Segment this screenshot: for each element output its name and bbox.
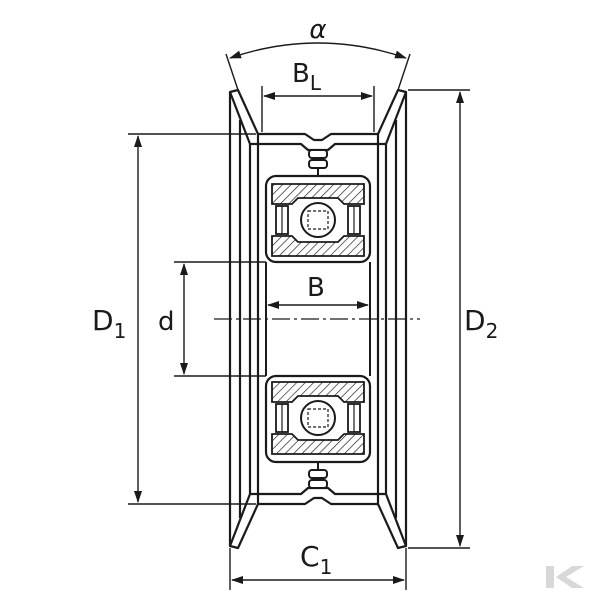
d2-label: D2 [464, 304, 498, 343]
bl-label-sub: L [310, 71, 322, 95]
b-label: B [307, 273, 325, 303]
d1-label-sub: 1 [114, 319, 127, 343]
d1-label: D1 [92, 304, 126, 343]
c1-label-main: C [300, 540, 320, 573]
d2-label-sub: 2 [486, 319, 499, 343]
d-dimension [174, 261, 266, 377]
alpha-label: α [309, 15, 326, 45]
d2-label-main: D [464, 304, 486, 337]
c1-dimension [229, 548, 407, 590]
d-label: d [158, 307, 175, 337]
bl-label: BL [292, 59, 322, 95]
c1-label: C1 [300, 540, 332, 579]
bearing-lower [264, 374, 372, 464]
bl-dimension [261, 86, 375, 132]
d2-dimension [408, 89, 470, 549]
d1-label-main: D [92, 304, 114, 337]
bl-label-main: B [292, 59, 310, 89]
c1-label-sub: 1 [320, 555, 333, 579]
rivet-top [308, 149, 328, 169]
rivet-bottom [308, 469, 328, 489]
d1-dimension [128, 133, 256, 505]
alpha-dimension [225, 42, 411, 91]
bearing-upper [264, 174, 372, 264]
brand-k-logo-icon [546, 566, 584, 588]
